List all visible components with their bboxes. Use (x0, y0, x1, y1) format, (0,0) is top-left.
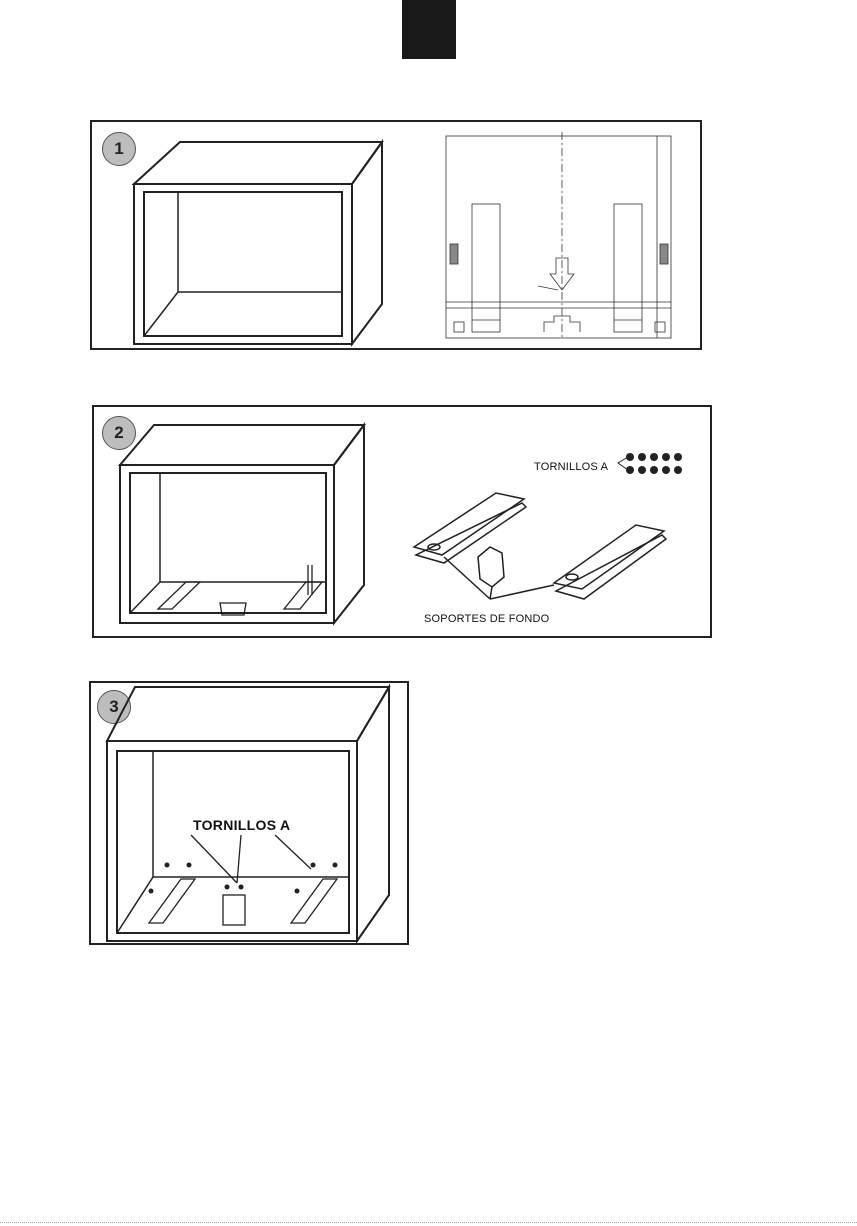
step-2-panel: 2 (92, 405, 712, 638)
step-3-panel: 3 TORNILLOS A (89, 681, 409, 945)
step-2-screws-label: TORNILLOS A (534, 461, 608, 473)
step-3-screws-label: TORNILLOS A (193, 817, 290, 833)
step-2-illustration (94, 407, 714, 640)
step-2-supports-label: SOPORTES DE FONDO (424, 613, 549, 625)
step-3-illustration (91, 683, 411, 947)
step-1-panel: 1 (90, 120, 702, 350)
step-1-illustration (92, 122, 704, 352)
page-bottom-rule (0, 1222, 857, 1223)
page-tab-marker (402, 0, 456, 59)
